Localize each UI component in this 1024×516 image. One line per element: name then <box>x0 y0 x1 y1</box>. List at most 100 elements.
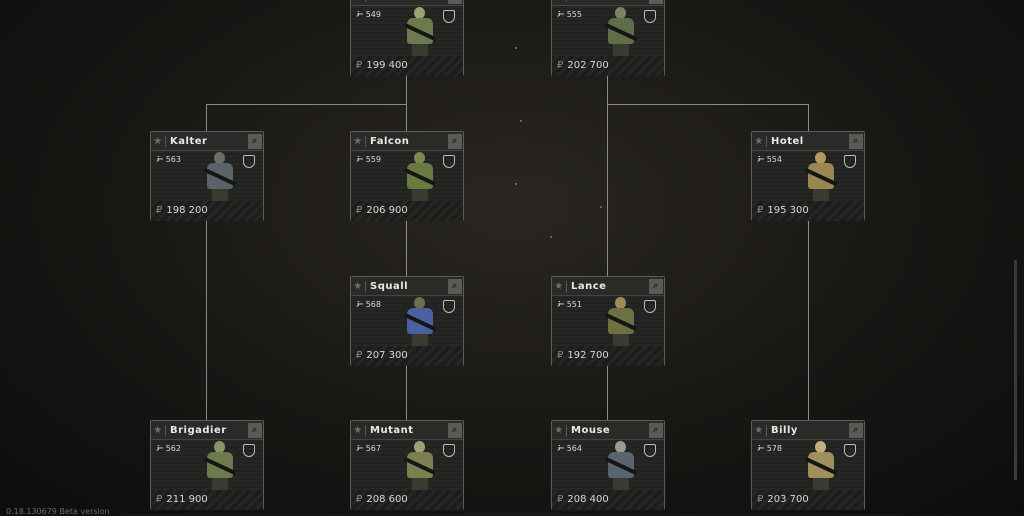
star-icon[interactable]: ★ <box>351 424 366 436</box>
shield-icon <box>443 444 455 457</box>
level-icon: ⫶⌐ <box>757 444 765 453</box>
character-portrait <box>403 151 437 201</box>
inspect-icon[interactable]: ⌕ <box>649 422 663 438</box>
card-header: ★Kalter⌕ <box>151 132 263 151</box>
shield-icon <box>443 10 455 23</box>
level: ⫶⌐568 <box>356 300 381 310</box>
dust-particle <box>515 47 517 49</box>
shield-icon <box>443 300 455 313</box>
level-icon: ⫶⌐ <box>757 155 765 164</box>
shield-icon <box>644 444 656 457</box>
price-value: 203 700 <box>767 494 809 505</box>
card-header: ★ Squall ⌕ <box>351 277 463 296</box>
level: ⫶⌐563 <box>156 155 181 165</box>
trader-card[interactable]: ★⌕ ⫶⌐555 ₽202 700 <box>551 0 665 76</box>
trader-card[interactable]: ★Hotel⌕ ⫶⌐554 ₽195 300 <box>751 131 865 221</box>
level: ⫶⌐564 <box>557 444 582 454</box>
star-icon[interactable]: ★ <box>351 280 366 292</box>
star-icon[interactable]: ★ <box>752 424 767 436</box>
ruble-icon: ₽ <box>356 494 363 505</box>
ruble-icon: ₽ <box>156 494 163 505</box>
ruble-icon: ₽ <box>356 205 363 216</box>
trader-card[interactable]: ★ Mutant ⌕ ⫶⌐567 ₽208 600 <box>350 420 464 510</box>
level-value: 549 <box>365 10 381 19</box>
star-icon[interactable]: ★ <box>552 0 567 2</box>
price-value: 202 700 <box>567 60 609 71</box>
level-icon: ⫶⌐ <box>557 10 565 19</box>
character-portrait <box>403 296 437 346</box>
character-portrait <box>604 296 638 346</box>
star-icon[interactable]: ★ <box>351 0 366 2</box>
level-value: 562 <box>165 444 181 453</box>
dust-particle <box>550 236 552 238</box>
price-value: 198 200 <box>166 205 208 216</box>
inspect-icon[interactable]: ⌕ <box>248 422 262 438</box>
trader-card[interactable]: ★ Brigadier ⌕ ⫶⌐562 ₽211 900 <box>150 420 264 510</box>
card-name: Squall <box>370 280 409 292</box>
price: ₽211 900 <box>151 490 263 510</box>
star-icon[interactable]: ★ <box>151 424 166 436</box>
dust-particle <box>515 183 517 185</box>
trader-card[interactable]: ★⌕ ⫶⌐549 ₽199 400 <box>350 0 464 76</box>
card-header: ★⌕ <box>351 0 463 6</box>
character-portrait <box>403 440 437 490</box>
card-name: Billy <box>771 424 798 436</box>
card-header: ★ Lance ⌕ <box>552 277 664 296</box>
card-name: Lance <box>571 280 607 292</box>
trader-card[interactable]: ★Lance⌕ ⫶⌐551 ₽192 700 <box>551 276 665 366</box>
character-portrait <box>203 440 237 490</box>
level-value: 564 <box>566 444 582 453</box>
star-icon[interactable]: ★ <box>552 280 567 292</box>
price-value: 208 400 <box>567 494 609 505</box>
star-icon[interactable]: ★ <box>151 135 166 147</box>
price: ₽199 400 <box>351 56 463 76</box>
ruble-icon: ₽ <box>557 494 564 505</box>
inspect-icon[interactable]: ⌕ <box>448 278 462 294</box>
level-value: 567 <box>365 444 381 453</box>
level-icon: ⫶⌐ <box>356 155 364 164</box>
trader-card[interactable]: ★ Billy ⌕ ⫶⌐578 ₽203 700 <box>751 420 865 510</box>
character-portrait <box>604 440 638 490</box>
level-icon: ⫶⌐ <box>356 444 364 453</box>
price-value: 207 300 <box>366 350 408 361</box>
level-icon: ⫶⌐ <box>156 444 164 453</box>
card-header: ★Mouse⌕ <box>552 421 664 440</box>
character-portrait <box>804 440 838 490</box>
ruble-icon: ₽ <box>557 350 564 361</box>
star-icon[interactable]: ★ <box>351 135 366 147</box>
connector <box>206 104 407 105</box>
ruble-icon: ₽ <box>757 494 764 505</box>
level-value: 578 <box>766 444 782 453</box>
inspect-icon[interactable]: ⌕ <box>248 133 262 149</box>
inspect-icon[interactable]: ⌕ <box>649 0 663 4</box>
shield-icon <box>644 300 656 313</box>
card-name: Mutant <box>370 424 414 436</box>
price-value: 208 600 <box>366 494 408 505</box>
trader-card[interactable]: ★Kalter⌕ ⫶⌐563 ₽198 200 <box>150 131 264 221</box>
scrollbar[interactable] <box>1014 260 1017 480</box>
inspect-icon[interactable]: ⌕ <box>448 422 462 438</box>
inspect-icon[interactable]: ⌕ <box>448 133 462 149</box>
inspect-icon[interactable]: ⌕ <box>849 133 863 149</box>
star-icon[interactable]: ★ <box>552 424 567 436</box>
dust-particle <box>520 120 522 122</box>
trader-card[interactable]: ★Falcon⌕ ⫶⌐559 ₽206 900 <box>350 131 464 221</box>
price-value: 195 300 <box>767 205 809 216</box>
shield-icon <box>443 155 455 168</box>
price: ₽208 600 <box>351 490 463 510</box>
price: ₽198 200 <box>151 201 263 221</box>
card-name: Brigadier <box>170 424 227 436</box>
trader-card[interactable]: ★Mouse⌕ ⫶⌐564 ₽208 400 <box>551 420 665 510</box>
card-name: Hotel <box>771 135 804 147</box>
inspect-icon[interactable]: ⌕ <box>448 0 462 4</box>
inspect-icon[interactable]: ⌕ <box>849 422 863 438</box>
price: ₽195 300 <box>752 201 864 221</box>
level-icon: ⫶⌐ <box>356 10 364 19</box>
card-header: ★ Brigadier ⌕ <box>151 421 263 440</box>
level: ⫶⌐549 <box>356 10 381 20</box>
character-portrait <box>604 6 638 56</box>
inspect-icon[interactable]: ⌕ <box>649 278 663 294</box>
star-icon[interactable]: ★ <box>752 135 767 147</box>
trader-card[interactable]: ★Squall⌕ ⫶⌐568 ₽207 300 <box>350 276 464 366</box>
level: ⫶⌐567 <box>356 444 381 454</box>
